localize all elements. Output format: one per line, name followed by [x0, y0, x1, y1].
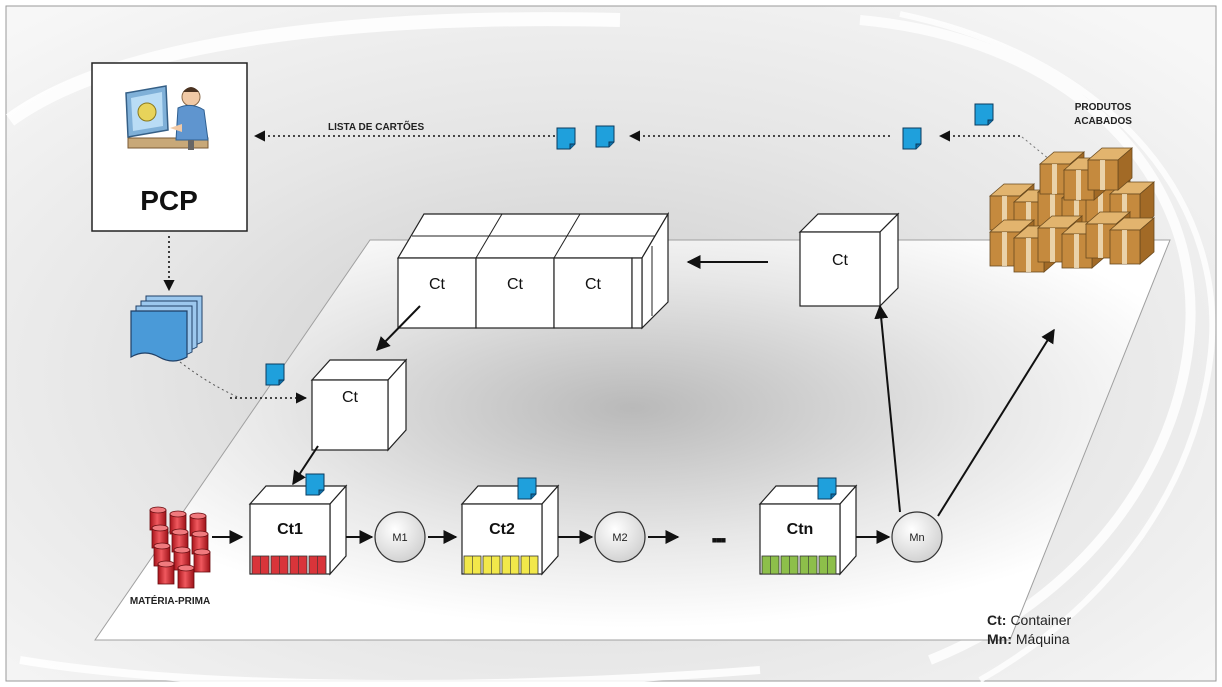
- machine-label: M2: [612, 532, 627, 544]
- finished-goods-boxes-icon: [988, 147, 1156, 273]
- kanban-card-icon: [305, 473, 325, 496]
- drum: [193, 548, 211, 573]
- docs-to-card-line: [179, 361, 241, 399]
- operator-at-desk-icon: [125, 85, 209, 150]
- finished-goods-label-line1: PRODUTOS: [1075, 102, 1132, 113]
- line-container: Ct1: [248, 473, 348, 576]
- machine-label: Mn: [909, 532, 924, 544]
- queue-container-label: Ct: [429, 276, 446, 293]
- box: [1086, 147, 1134, 191]
- kanban-cards-top: [265, 103, 994, 386]
- kanban-card-icon: [595, 125, 615, 148]
- machine: M2: [594, 511, 646, 563]
- legend-ct: Ct:Container: [987, 612, 1071, 628]
- line-container-label: Ct2: [489, 521, 515, 538]
- machine-label: M1: [392, 532, 407, 544]
- mn-to-finished-goods-arrow: [937, 328, 1055, 517]
- legend: Ct:Container Mn:Máquina: [987, 612, 1071, 647]
- pcp-box: PCP: [91, 62, 248, 232]
- returned-container-label: Ct: [832, 252, 849, 269]
- line-container: Ct2: [460, 477, 560, 576]
- queue-container-label: Ct: [507, 276, 524, 293]
- production-line: Ct1 Ct2 Ctn: [248, 473, 858, 576]
- kanban-card-icon: [556, 127, 576, 150]
- container-queue: Ct Ct Ct: [396, 211, 670, 330]
- raw-material-label: MATÉRIA-PRIMA: [130, 594, 210, 607]
- machine: Mn: [891, 511, 943, 563]
- box: [1108, 217, 1156, 265]
- finished-goods-label-line2: ACABADOS: [1074, 116, 1132, 127]
- document-stack-icon: [130, 295, 203, 362]
- raw-material-drums-icon: [149, 506, 211, 589]
- line-container: Ctn: [758, 477, 858, 576]
- line-container-label: Ct1: [277, 521, 303, 538]
- kanban-card-icon: [902, 127, 922, 150]
- container-returned: Ct: [798, 212, 900, 308]
- queue-container-label: Ct: [585, 276, 602, 293]
- card-list-label: LISTA DE CARTÕES: [328, 120, 424, 133]
- decorative-swoosh: [5, 11, 1216, 687]
- machines: M1 M2 Mn: [346, 511, 943, 563]
- container-feed: Ct: [310, 358, 408, 452]
- kanban-card-icon: [265, 363, 285, 386]
- queue-to-feed-arrow: [376, 305, 421, 352]
- mn-to-container-arrow: [874, 304, 901, 513]
- kanban-card-icon: [517, 477, 537, 500]
- legend-mn: Mn:Máquina: [987, 631, 1070, 647]
- feed-container-label: Ct: [342, 389, 359, 406]
- line-container-label: Ctn: [787, 521, 814, 538]
- kanban-card-icon: [817, 477, 837, 500]
- drum: [157, 560, 175, 585]
- feed-to-line-arrow: [292, 445, 319, 486]
- ellipsis-indicator: ▪▪▪: [711, 530, 726, 550]
- drum: [177, 564, 195, 589]
- kanban-card-icon: [974, 103, 994, 126]
- pcp-label: PCP: [140, 185, 198, 216]
- machine: M1: [374, 511, 426, 563]
